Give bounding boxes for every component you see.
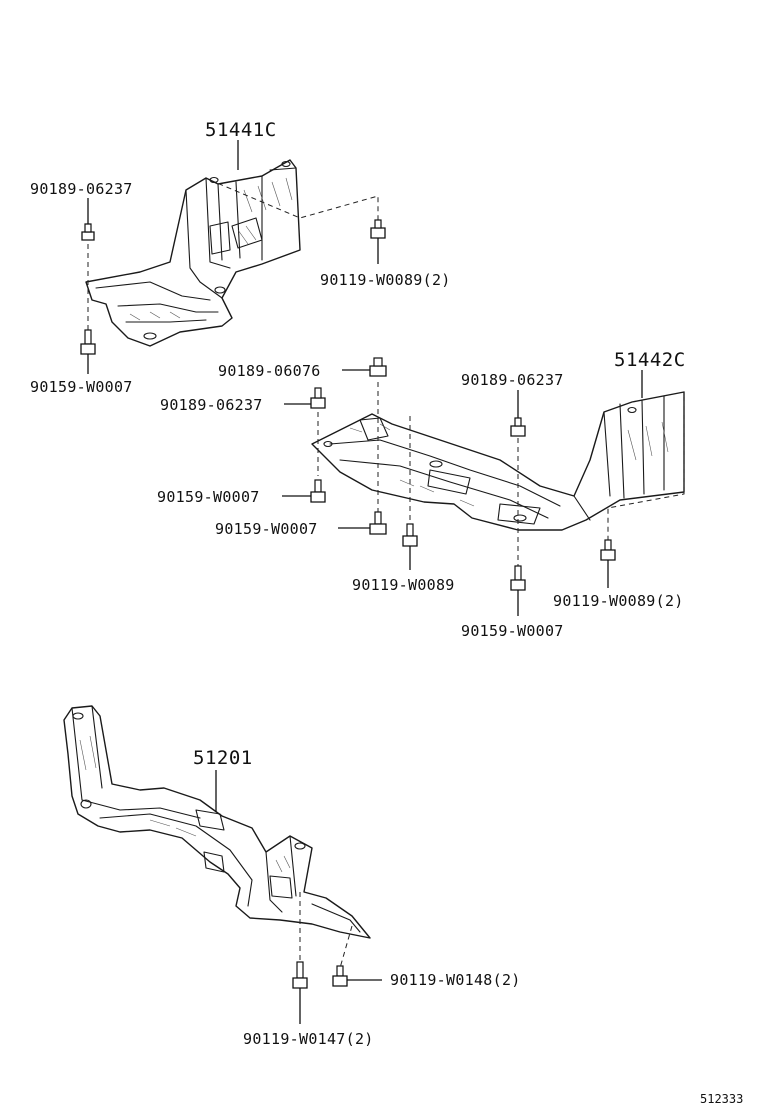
bolt-90119-w0089-a: [370, 219, 386, 239]
leader-lines: [87, 140, 643, 1024]
part-51441c-drawing: [85, 159, 301, 347]
callout-90189-06237-mid-right: 90189-06237: [461, 371, 564, 389]
callout-90159-w0007-top-left: 90159-W0007: [30, 378, 133, 396]
bolt-90159-w0007-b: [310, 479, 326, 503]
bolt-90159-w0007-a: [80, 329, 96, 355]
bolt-90159-w0007-c: [369, 511, 387, 535]
bolt-90119-w0148: [332, 965, 348, 987]
callout-90189-06237-mid-left: 90189-06237: [160, 396, 263, 414]
callout-90159-w0007-bottom: 90159-W0007: [461, 622, 564, 640]
callout-90189-06076: 90189-06076: [218, 362, 321, 380]
bolt-90119-w0089-c: [600, 539, 616, 561]
callout-90119-w0089-mid: 90119-W0089: [352, 576, 455, 594]
bolt-90159-w0007-d: [510, 565, 526, 591]
callout-90189-06237-top-left: 90189-06237: [30, 180, 133, 198]
part-51201-drawing: [63, 705, 371, 939]
alignment-lines: [87, 179, 685, 969]
part-51442c-drawing: [311, 391, 685, 531]
callout-51201: 51201: [193, 747, 253, 769]
callout-90119-w0089-2-right: 90119-W0089(2): [553, 592, 684, 610]
clip-90189-06237-a: [81, 223, 95, 241]
callout-labels: 51441C 51442C 51201 90189-06237 90119-W0…: [30, 119, 743, 1106]
callout-90159-w0007-mid-a: 90159-W0007: [157, 488, 260, 506]
bolt-90119-w0147: [292, 961, 308, 989]
callout-90119-w0148-2: 90119-W0148(2): [390, 971, 521, 989]
callout-90159-w0007-mid-b: 90159-W0007: [215, 520, 318, 538]
clip-90189-06237-b: [310, 387, 326, 409]
clip-90189-06076: [369, 357, 387, 377]
clip-90189-06237-c: [510, 417, 526, 437]
bolt-90119-w0089-b: [402, 523, 418, 547]
fasteners: [80, 219, 616, 989]
callout-90119-w0147-2: 90119-W0147(2): [243, 1030, 374, 1048]
callout-90119-w0089-2-top: 90119-W0089(2): [320, 271, 451, 289]
diagram-footer-id: 512333: [700, 1092, 743, 1106]
callout-51442c: 51442C: [614, 349, 686, 371]
callout-51441c: 51441C: [205, 119, 277, 141]
